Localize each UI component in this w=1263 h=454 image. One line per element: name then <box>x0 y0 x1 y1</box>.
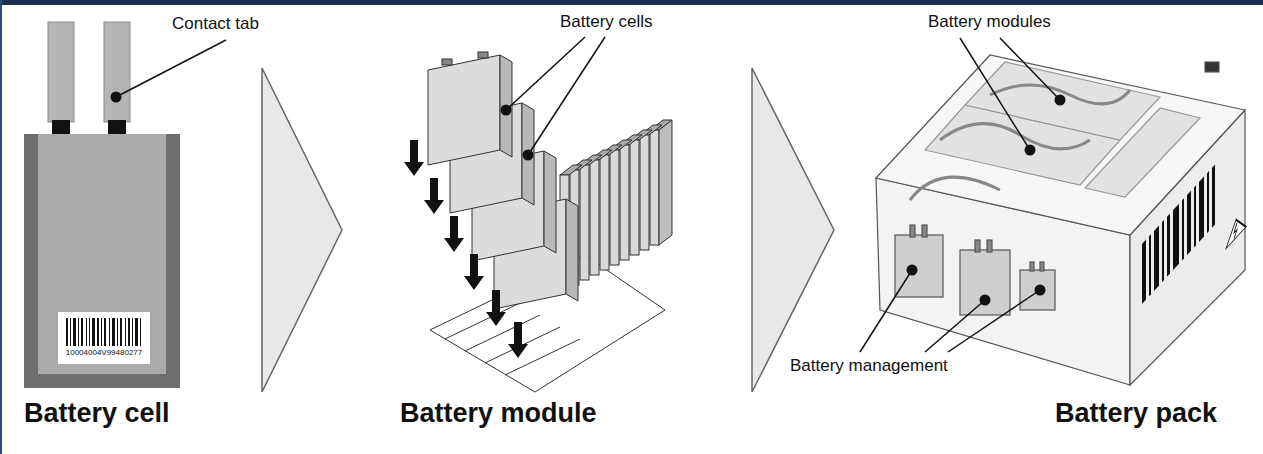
leader-line <box>860 270 912 352</box>
leader-dot <box>111 92 122 103</box>
leader-line <box>506 37 585 110</box>
leader-line <box>528 37 605 155</box>
barcode-number: 10004004V99480277 <box>66 348 143 357</box>
part-label: Contact tab <box>172 14 259 34</box>
left-edge <box>0 0 2 454</box>
part-label: Battery cells <box>560 12 653 32</box>
battery-module-drawing <box>404 37 672 392</box>
top-bar <box>0 0 1263 5</box>
barcode <box>1142 131 1246 340</box>
leader-dot <box>501 105 512 116</box>
stage-caption: Battery pack <box>1055 398 1217 429</box>
battery-pack-drawing <box>860 38 1246 385</box>
leader-dot <box>980 295 991 306</box>
leader-dot <box>1055 95 1066 106</box>
leader-line <box>1000 38 1060 100</box>
leader-dot <box>907 265 918 276</box>
leader-line <box>116 40 226 97</box>
stage-chevron <box>262 68 342 392</box>
leader-line <box>925 300 985 352</box>
part-label: Battery management <box>790 356 948 376</box>
leader-line <box>960 38 1030 150</box>
part-label: Battery modules <box>928 12 1051 32</box>
leader-dot <box>1025 145 1036 156</box>
leader-line <box>948 290 1040 352</box>
leader-dot <box>523 150 534 161</box>
barcode <box>66 318 141 346</box>
battery-cell-drawing <box>24 22 226 388</box>
down-arrow <box>404 140 528 358</box>
stage-chevron <box>752 68 834 392</box>
leader-dot <box>1035 285 1046 296</box>
stage-caption: Battery module <box>400 398 597 429</box>
stage-caption: Battery cell <box>24 398 170 429</box>
